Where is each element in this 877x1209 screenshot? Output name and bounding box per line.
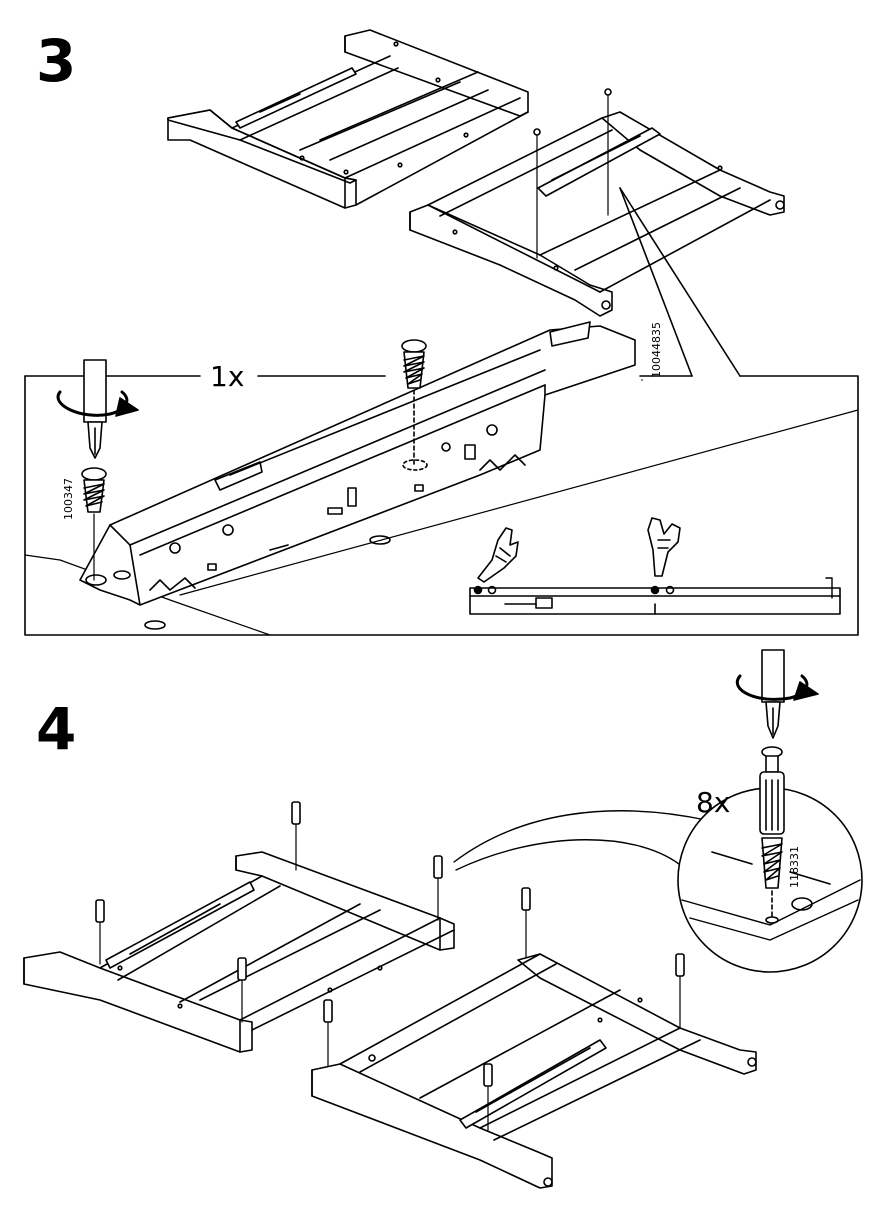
callout-line [619, 187, 741, 377]
frame-4-left [23, 851, 455, 1053]
screw-icon [401, 339, 427, 389]
callout-line [619, 187, 693, 377]
dowels-right [323, 887, 685, 1131]
pointing-hand-icon [647, 517, 681, 577]
screwdriver-icon [761, 649, 785, 739]
rotate-clockwise-icon [736, 674, 819, 701]
screwdriver-icon [83, 359, 107, 459]
dowel-icon [759, 746, 785, 889]
detail-box-3 [24, 321, 859, 636]
frame-4-right [311, 953, 757, 1189]
pointing-hand-icon [477, 527, 519, 583]
quantity-label: 8x [696, 786, 730, 819]
part-code-drawer-slide: 10044835 [650, 322, 663, 378]
step-number-4: 4 [36, 695, 77, 763]
part-code-dowel: 118331 [788, 846, 801, 888]
frame-3-right [409, 88, 785, 317]
frame-3-left [167, 29, 529, 209]
screw-icon [81, 467, 107, 513]
detail-circle-4 [453, 649, 863, 973]
rotate-clockwise-icon [56, 390, 139, 417]
part-code-screw: 100347 [62, 478, 75, 520]
dowels-left [95, 801, 443, 1023]
quantity-label: 1x [210, 360, 244, 393]
step-number-3: 3 [36, 27, 77, 95]
